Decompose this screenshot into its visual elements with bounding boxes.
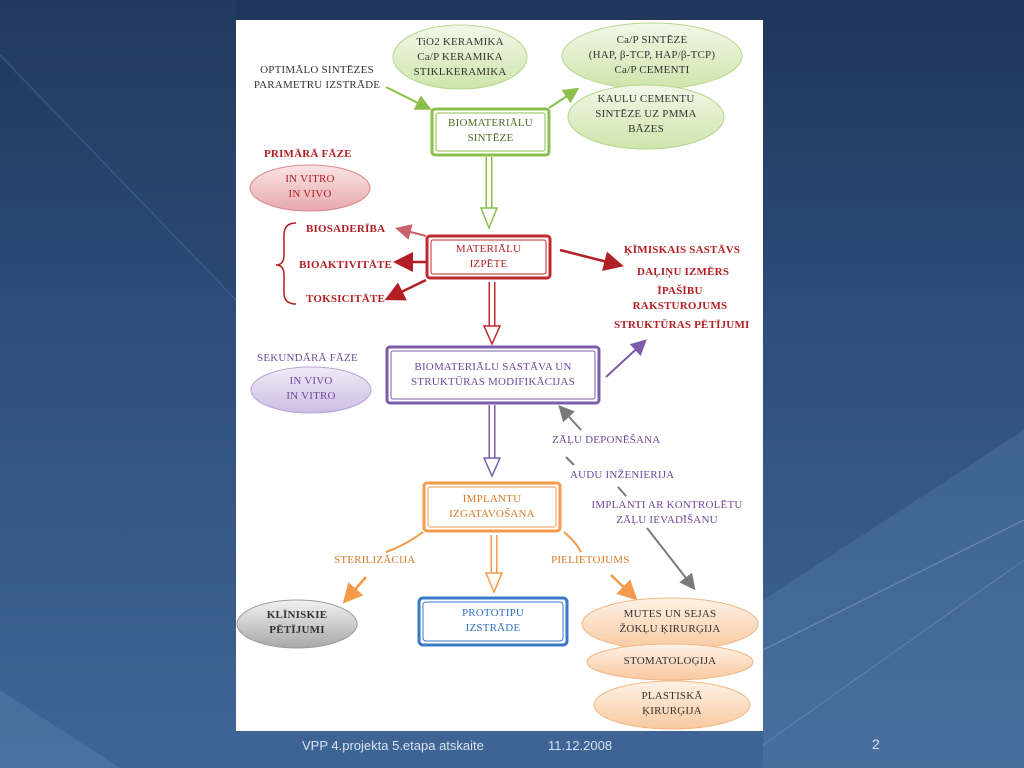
label-primary-phase: PRIMĀRĀ FĀZE	[264, 148, 352, 160]
flow-diagram	[236, 22, 759, 730]
page-number: 2	[872, 736, 880, 752]
box-material-study-label: MATERIĀLU IZPĒTE	[455, 243, 522, 270]
box-biomaterial-synthesis-label: BIOMATERIĀLU SINTĒZE	[448, 117, 533, 144]
ellipse-stomatology-shape	[586, 643, 754, 681]
ellipse-cap-synthesis: Ca/P SINTĒZE (HAP, β-TCP, HAP/β-TCP) Ca/…	[588, 34, 716, 76]
diagram-panel: TiO2 KERAMIKA Ca/P KERAMIKA STIKLKERAMIK…	[236, 20, 763, 731]
box-implant-manufacturing	[422, 481, 562, 533]
ellipse-plastic-surgery: PLASTISKĀ ĶIRURĢIJA	[641, 690, 703, 717]
label-chemical-composition: ĶĪMISKAIS SASTĀVS	[624, 244, 741, 256]
footer-title: VPP 4.projekta 5.etapa atskaite	[302, 738, 484, 753]
ellipse-secondary-phase: IN VIVO IN VITRO	[286, 375, 336, 402]
box-implant-manufacturing-label: IMPLANTU IZGATAVOŠANA	[449, 493, 535, 520]
label-sterilization: STERILIZĀCIJA	[334, 554, 416, 566]
box-prototype-development	[417, 596, 569, 647]
box-composition-modification	[385, 345, 601, 405]
ellipse-maxillofacial-surgery: MUTES UN SEJAS ŽOKĻU ĶIRURĢIJA	[619, 608, 721, 635]
ellipse-stomatology: STOMATOLOĢIJA	[623, 655, 717, 667]
ellipse-ceramics: TiO2 KERAMIKA Ca/P KERAMIKA STIKLKERAMIK…	[413, 36, 507, 78]
box-biomaterial-synthesis	[430, 107, 551, 157]
label-secondary-phase: SEKUNDĀRĀ FĀZE	[257, 352, 358, 364]
label-optimal-parameters: OPTIMĀLO SINTĒZES PARAMETRU IZSTRĀDE	[253, 64, 381, 91]
box-material-study	[425, 234, 552, 280]
box-prototype-development-label: PROTOTIPU IZSTRĀDE	[461, 607, 525, 634]
footer-date: 11.12.2008	[548, 738, 613, 753]
label-application: PIELIETOJUMS	[551, 554, 630, 566]
label-controlled-release-implants: IMPLANTI AR KONTROLĒTU ZĀĻU IEVADĪŠANU	[591, 499, 743, 526]
ellipse-primary-phase: IN VITRO IN VIVO	[285, 173, 335, 200]
box-composition-modification-label: BIOMATERIĀLU SASTĀVA UN STRUKTŪRAS MODIF…	[410, 361, 575, 388]
label-structure-studies: STRUKTŪRAS PĒTĪJUMI	[614, 319, 750, 331]
ellipse-clinical-trials-shape	[236, 599, 358, 649]
ellipse-clinical-trials: KLĪNISKIE PĒTĪJUMI	[266, 609, 328, 636]
ellipse-plastic-surgery-shape	[593, 680, 751, 730]
label-bioactivity: BIOAKTIVITĀTE	[299, 259, 393, 271]
label-property-characterization: ĪPAŠĪBU RAKSTUROJUMS	[632, 285, 728, 312]
label-toxicity: TOKSICITĀTE	[306, 293, 386, 305]
label-drug-deposition: ZĀĻU DEPONĒŠANA	[552, 434, 661, 446]
label-biocompatibility: BIOSADERĪBA	[306, 223, 386, 235]
label-particle-size: DAĻIŅU IZMĒRS	[637, 266, 730, 278]
ellipse-primary-phase-shape	[249, 164, 371, 212]
ellipse-secondary-phase-shape	[250, 366, 372, 414]
ellipse-bone-cements-shape	[567, 84, 725, 150]
ellipse-ceramics-shape	[392, 24, 528, 90]
ellipse-bone-cements: KAULU CEMENTU SINTĒZE UZ PMMA BĀZES	[595, 93, 697, 135]
label-tissue-engineering: AUDU INŽENIERIJA	[570, 469, 675, 481]
